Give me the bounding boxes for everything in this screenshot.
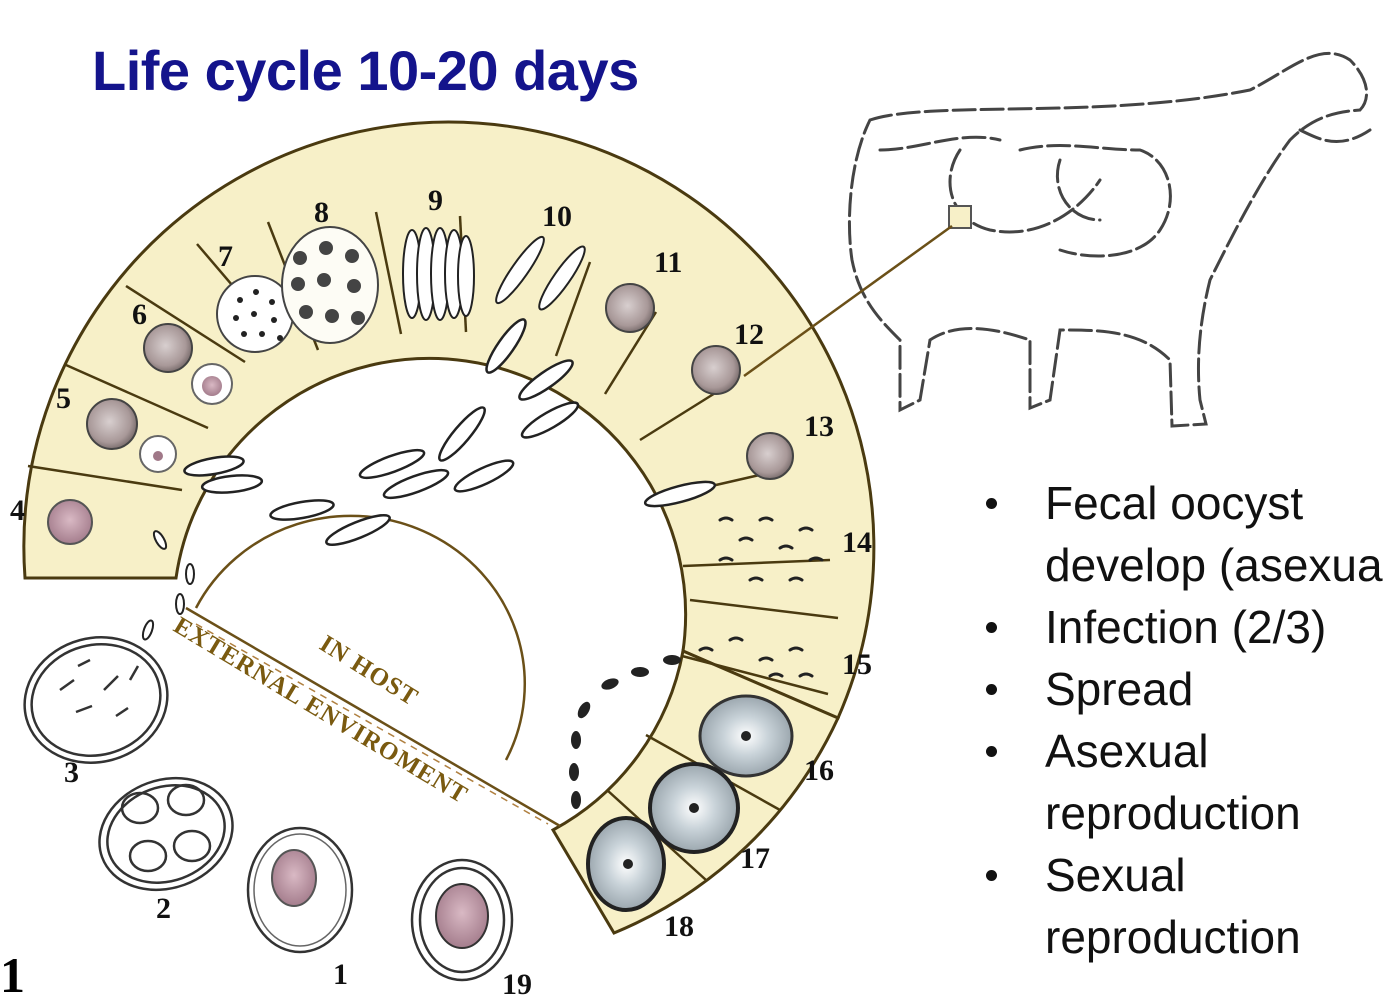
- stage-label-4: 4: [10, 494, 25, 527]
- stage-12-cell: [692, 346, 740, 394]
- bullet-dot-icon: [986, 622, 997, 633]
- stage-label-9: 9: [428, 184, 443, 217]
- stage-label-6: 6: [132, 298, 147, 331]
- stage-label-16: 16: [804, 754, 834, 787]
- stage-label-1: 1: [333, 958, 348, 991]
- bullet-item: Spread: [982, 658, 1383, 720]
- bullet-dot-icon: [986, 684, 997, 695]
- stage-label-2: 2: [156, 892, 171, 925]
- bullet-item: Infection (2/3): [982, 596, 1383, 658]
- stage-label-19: 19: [502, 968, 532, 1001]
- stage-6-cell: [144, 324, 192, 372]
- stage-2-oocyst: [84, 760, 249, 908]
- stage-label-18: 18: [664, 910, 694, 943]
- external-divider: [186, 608, 560, 826]
- stage-13-cell: [747, 433, 793, 479]
- bullet-dot-icon: [986, 498, 997, 509]
- stage-3-sporulated-oocyst: [10, 621, 181, 778]
- goat-intestine-marker: [949, 206, 971, 228]
- stage-label-8: 8: [314, 196, 329, 229]
- stage-label-12: 12: [734, 318, 764, 351]
- stage-17-zygote: [650, 764, 738, 852]
- summary-bullet-list: Fecal oocyst develop (asexual) Infection…: [982, 472, 1383, 1001]
- bullet-item: Sexual reproduction: [982, 844, 1383, 968]
- stage-label-10: 10: [542, 200, 572, 233]
- bullet-item: Fecal oocyst develop (asexual): [982, 472, 1383, 596]
- stage-11-cell: [606, 284, 654, 332]
- stage-label-15: 15: [842, 648, 872, 681]
- stage-label-14: 14: [842, 526, 872, 559]
- stage-label-7: 7: [218, 240, 233, 273]
- stage-9-merozoites: [403, 228, 474, 320]
- in-host-label: IN HOST: [315, 630, 423, 711]
- stage-19-oocyst: [412, 860, 512, 980]
- bullet-item: Asexual reproduction: [982, 720, 1383, 844]
- external-environment-label: EXTERNAL ENVIROMENT: [169, 612, 472, 809]
- slide-number: 1: [0, 946, 25, 1004]
- stage-label-17: 17: [740, 842, 770, 875]
- bullet-dot-icon: [986, 870, 997, 881]
- stage-5-cell: [87, 399, 137, 449]
- stage-label-13: 13: [804, 410, 834, 443]
- goat-illustration: [849, 53, 1370, 426]
- stage-18-oocyst: [588, 818, 664, 910]
- bullet-dot-icon: [986, 746, 997, 757]
- stage-label-11: 11: [654, 246, 682, 279]
- stage-16-macrogamete: [700, 696, 792, 776]
- stage-label-5: 5: [56, 382, 71, 415]
- stage-label-3: 3: [64, 756, 79, 789]
- stage-1-oocyst: [248, 828, 352, 952]
- stage-4-oocyst: [48, 500, 92, 544]
